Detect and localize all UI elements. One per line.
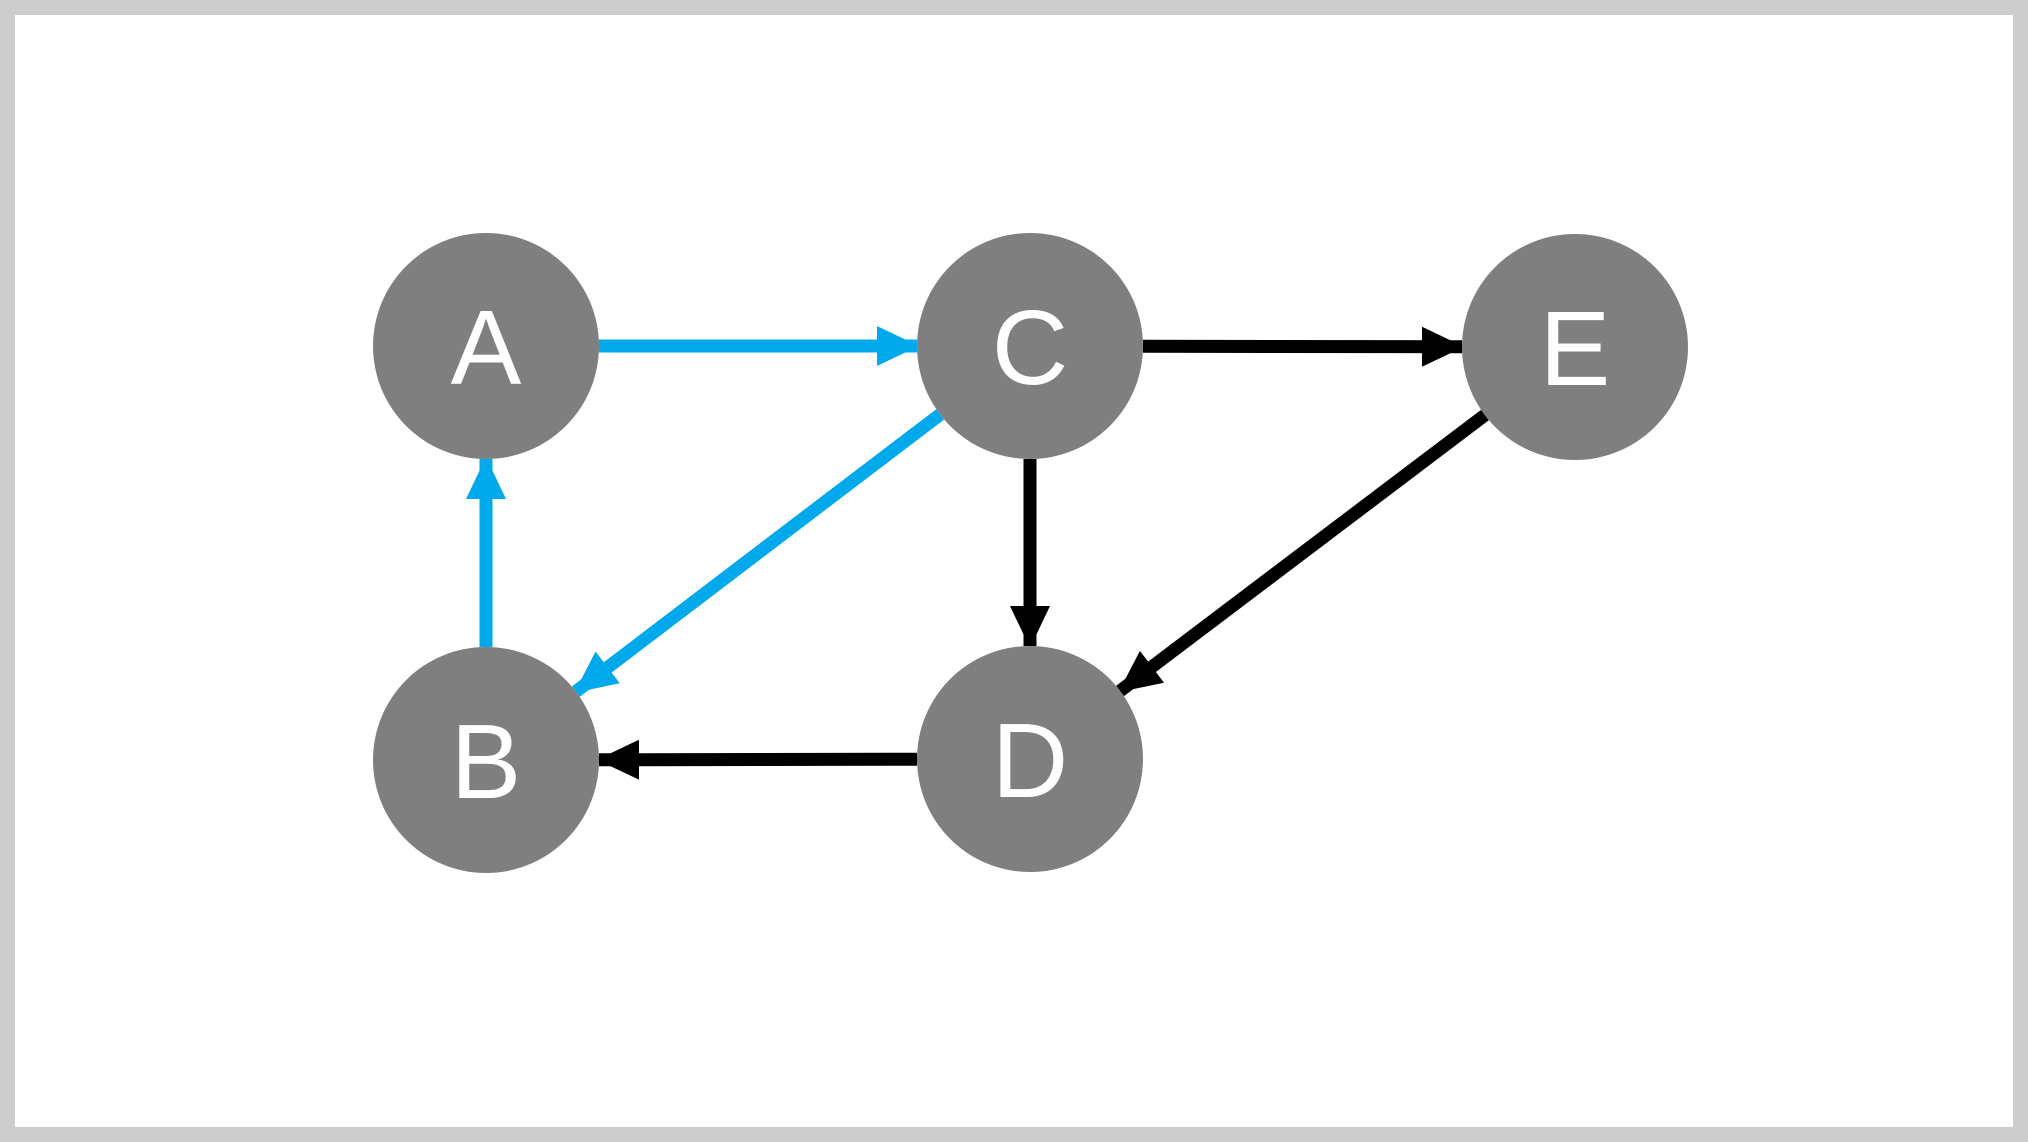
node-B: B [373,647,599,873]
node-C: C [917,233,1143,459]
node-label-E: E [1540,290,1611,408]
node-A: A [373,233,599,459]
node-label-A: A [451,289,522,407]
graph-diagram: A B C D E [373,233,1688,873]
node-D: D [917,646,1143,872]
edges-layer [466,326,1489,780]
node-circle-A [373,233,599,459]
node-label-B: B [451,703,522,821]
node-circle-D [917,646,1143,872]
node-circle-E [1462,234,1688,460]
node-circle-C [917,233,1143,459]
node-E: E [1462,234,1688,460]
edge-E-to-D [1116,409,1489,697]
node-circle-B [373,647,599,873]
edge-C-to-E [1142,326,1464,367]
edge-D-to-B [597,739,918,780]
nodes-layer: A B C D E [373,233,1688,873]
node-label-C: C [992,289,1069,407]
edge-C-to-B [571,409,945,697]
node-label-D: D [992,702,1069,820]
